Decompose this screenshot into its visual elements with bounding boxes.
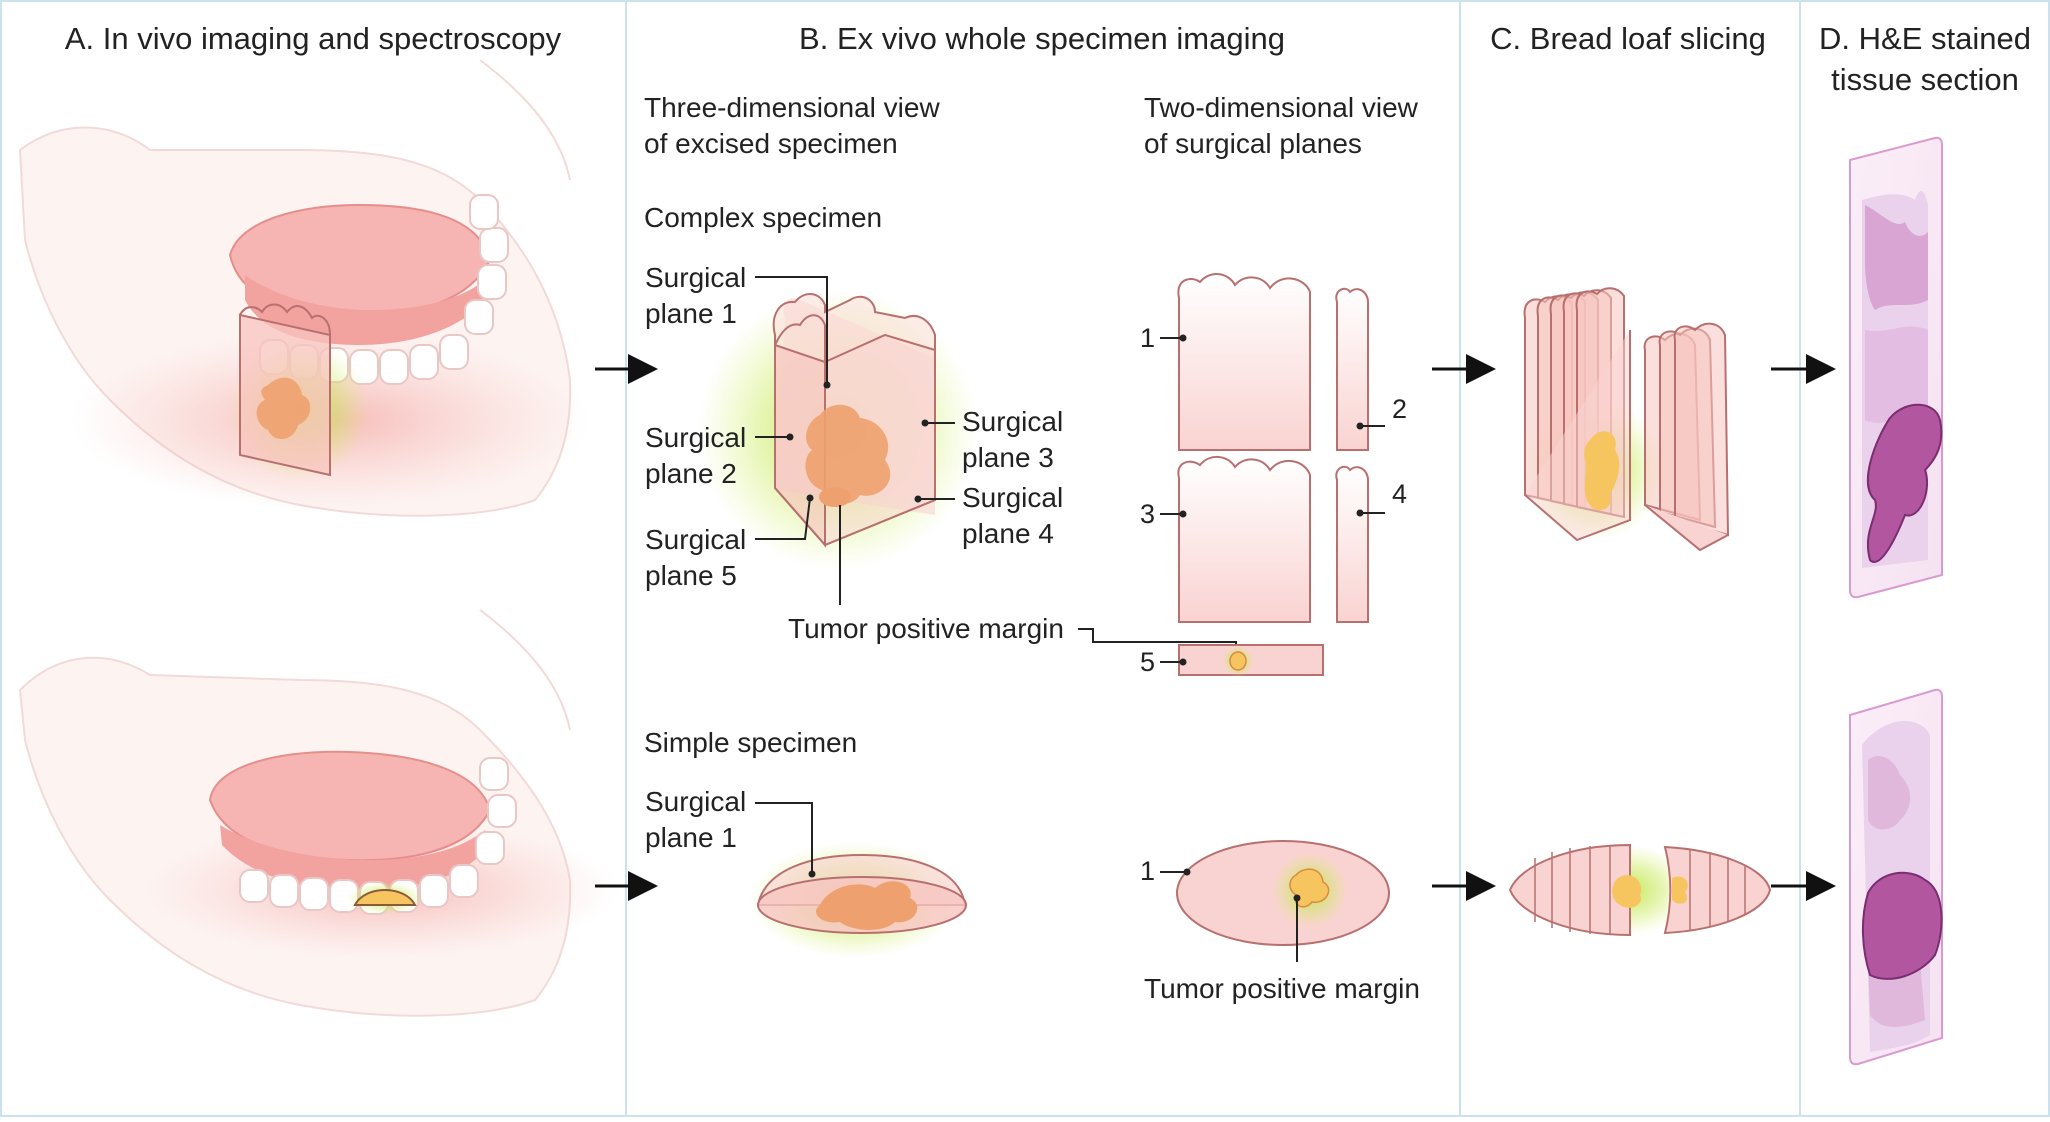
svg-text:2: 2 bbox=[1392, 394, 1407, 424]
bread-loaf-simple bbox=[1508, 843, 1772, 937]
simple-specimen-label: Simple specimen bbox=[644, 727, 857, 758]
svg-text:3: 3 bbox=[1140, 499, 1155, 529]
complex-specimen-label: Complex specimen bbox=[644, 202, 882, 233]
svg-text:plane 4: plane 4 bbox=[962, 518, 1054, 549]
he-slide-complex bbox=[1849, 136, 1943, 599]
svg-text:1: 1 bbox=[1140, 323, 1155, 353]
simple-plane-2d: 1 bbox=[1140, 840, 1390, 962]
plane-5-label: Surgical plane 5 bbox=[645, 494, 814, 591]
simple-specimen-3d bbox=[750, 842, 967, 958]
he-slide-simple bbox=[1849, 688, 1943, 1066]
complex-specimen-3d bbox=[698, 290, 978, 570]
plane-2d-3: 3 bbox=[1140, 456, 1311, 623]
plane-2d-4: 4 bbox=[1335, 465, 1407, 623]
tumor-margin-label-simple: Tumor positive margin bbox=[1144, 973, 1420, 1004]
panel-d-title-line2: tissue section bbox=[1831, 62, 2019, 97]
svg-text:Surgical: Surgical bbox=[962, 406, 1063, 437]
panel-b-title: B. Ex vivo whole specimen imaging bbox=[799, 21, 1285, 56]
plane-2d-2: 2 bbox=[1335, 287, 1407, 451]
svg-text:Surgical: Surgical bbox=[645, 422, 746, 453]
view-2d-heading-line2: of surgical planes bbox=[1144, 128, 1362, 159]
simple-plane-1-label: Surgical plane 1 bbox=[645, 786, 816, 878]
svg-text:5: 5 bbox=[1140, 647, 1155, 677]
svg-text:1: 1 bbox=[1140, 856, 1155, 886]
view-3d-heading-line2: of excised specimen bbox=[644, 128, 898, 159]
svg-text:Surgical: Surgical bbox=[645, 262, 746, 293]
bread-loaf-complex bbox=[1523, 287, 1665, 542]
svg-text:Surgical: Surgical bbox=[645, 786, 746, 817]
panel-a-title: A. In vivo imaging and spectroscopy bbox=[65, 21, 562, 56]
svg-text:Surgical: Surgical bbox=[645, 524, 746, 555]
jaw-illustration-complex bbox=[18, 59, 590, 517]
svg-text:plane 2: plane 2 bbox=[645, 458, 737, 489]
plane-1-label: Surgical plane 1 bbox=[645, 262, 831, 389]
svg-text:Surgical: Surgical bbox=[962, 482, 1063, 513]
panel-d-title-line1: D. H&E stained bbox=[1819, 21, 2031, 56]
svg-text:plane 3: plane 3 bbox=[962, 442, 1054, 473]
view-2d-heading-line1: Two-dimensional view bbox=[1144, 92, 1419, 123]
view-3d-heading-line1: Three-dimensional view bbox=[644, 92, 940, 123]
svg-text:plane 1: plane 1 bbox=[645, 298, 737, 329]
svg-text:plane 1: plane 1 bbox=[645, 822, 737, 853]
plane-2d-5: 5 bbox=[1140, 644, 1324, 677]
plane-2d-1: 1 bbox=[1140, 273, 1311, 451]
svg-text:Tumor positive margin: Tumor positive margin bbox=[788, 613, 1064, 644]
svg-text:4: 4 bbox=[1392, 479, 1407, 509]
plane-2-label: Surgical plane 2 bbox=[645, 422, 794, 489]
bread-loaf-complex-remainder bbox=[1643, 322, 1730, 552]
svg-text:plane 5: plane 5 bbox=[645, 560, 737, 591]
panel-c-title: C. Bread loaf slicing bbox=[1490, 21, 1766, 56]
jaw-illustration-simple bbox=[18, 609, 620, 1017]
plane-3-label: Surgical plane 3 bbox=[921, 406, 1063, 473]
plane-4-label: Surgical plane 4 bbox=[914, 482, 1063, 549]
tumor-margin-label-complex: Tumor positive margin bbox=[788, 505, 1240, 664]
